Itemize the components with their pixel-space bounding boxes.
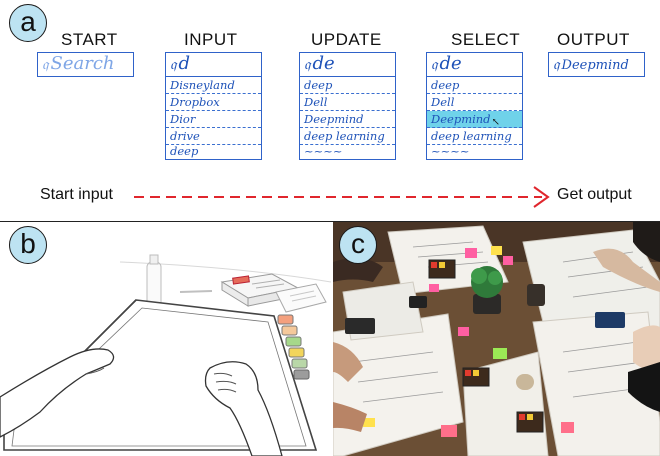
input-suggestion: deep (170, 144, 199, 158)
input-suggestion: drive (166, 128, 261, 145)
input-suggestion: Dior (166, 111, 261, 128)
flow-start-label: Start input (40, 186, 113, 203)
panel-c-photo: c (333, 222, 660, 456)
update-suggestion: deep learning (300, 128, 395, 145)
flow-end-label: Get output (557, 186, 632, 203)
select-suggestion: ~~~~ (431, 144, 470, 158)
stage-title-input: INPUT (184, 30, 238, 49)
output-query-text: Deepmind (561, 58, 629, 73)
stage-title-update: UPDATE (311, 30, 382, 49)
cursor-icon: ↖ (491, 117, 500, 128)
input-suggestion: Disneyland (166, 77, 261, 94)
update-suggestion: Dell (300, 94, 395, 111)
vertical-divider (331, 222, 333, 456)
stage-title-start: START (61, 30, 118, 49)
input-query-text: d (178, 53, 191, 74)
plant-photo (471, 266, 503, 314)
select-suggestion: Dell (427, 94, 522, 111)
update-suggestion: Deepmind (300, 111, 395, 128)
select-suggestion: deep (427, 77, 522, 94)
select-query-text: de (439, 53, 462, 74)
panel-b-badge: b (9, 226, 47, 264)
start-query-text: Search (50, 53, 115, 74)
update-suggestion: deep (300, 77, 395, 94)
select-highlighted-text: Deepmind (431, 112, 491, 126)
right-hand-sketch (204, 361, 283, 456)
panel-c-badge: c (339, 226, 377, 264)
search-icon: 𝔮 (304, 55, 311, 73)
stage-title-select: SELECT (451, 30, 521, 49)
panel-a-badge: a (9, 4, 47, 42)
flow-arrow (134, 186, 550, 208)
update-query-text: de (312, 53, 335, 74)
panel-b-illustration: b (0, 222, 331, 456)
input-suggestion: Dropbox (166, 94, 261, 111)
search-icon: 𝔮 (431, 55, 438, 73)
desk-sketch-illustration (0, 254, 331, 456)
select-suggestion: deep learning (427, 128, 522, 145)
workshop-photo (333, 222, 660, 456)
select-suggestion-highlighted: Deepmind ↖ (427, 111, 522, 128)
left-hand-sketch (0, 348, 115, 438)
update-suggestion: ~~~~ (304, 144, 343, 158)
search-icon: 𝔮 (170, 55, 177, 73)
stage-title-output: OUTPUT (557, 30, 630, 49)
bottle-sketch (146, 254, 162, 308)
search-icon: 𝔮 (42, 55, 49, 73)
search-icon: 𝔮 (553, 55, 560, 73)
color-blocks (277, 314, 310, 380)
